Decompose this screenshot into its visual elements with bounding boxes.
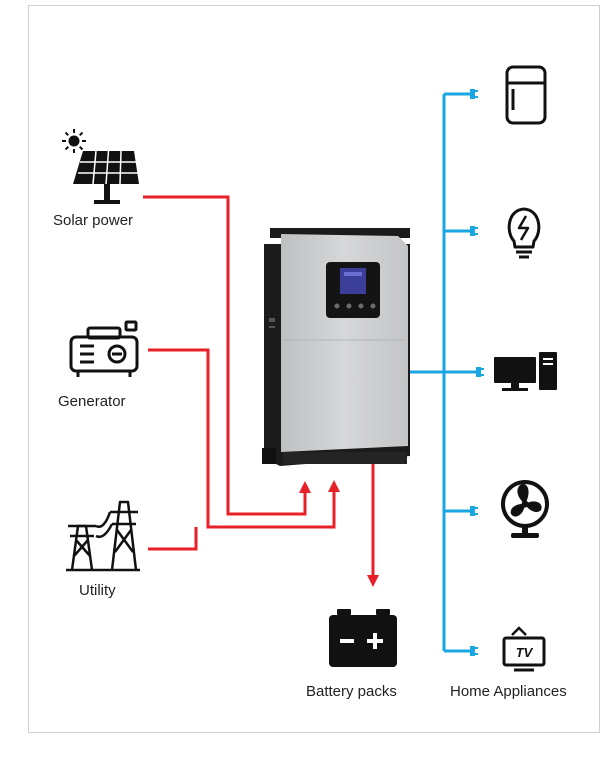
- plug-icon: [476, 367, 484, 377]
- inverter-buttons: [334, 303, 376, 309]
- plug-icons: [470, 89, 484, 656]
- power-tower-icon: [66, 500, 140, 572]
- generator-arrowhead: [328, 480, 340, 492]
- refrigerator-icon: [505, 65, 547, 125]
- utility-line: [148, 527, 198, 551]
- solar-panel-icon: [73, 150, 139, 204]
- inverter-unit: [262, 228, 410, 466]
- plug-icon: [470, 646, 478, 656]
- sun-icon: [62, 129, 86, 153]
- solar-power-label: Solar power: [53, 212, 134, 229]
- desktop-computer-icon: [494, 352, 557, 391]
- generator-label: Generator: [58, 393, 126, 410]
- input-arrowheads: [299, 480, 379, 587]
- input-lines: [143, 195, 375, 578]
- tv-icon-label: TV: [516, 645, 534, 660]
- generator-icon: [69, 320, 139, 377]
- solar-line: [143, 195, 307, 516]
- tv-icon: TV: [502, 626, 546, 672]
- inverter-lcd: [340, 268, 366, 294]
- output-bus: [409, 92, 476, 653]
- home-appliances-label: Home Appliances: [450, 683, 567, 700]
- light-bulb-icon: [507, 207, 541, 259]
- battery-icon: [329, 609, 397, 667]
- plug-icon: [470, 226, 478, 236]
- battery-packs-label: Battery packs: [306, 683, 397, 700]
- battery-arrowhead: [367, 575, 379, 587]
- utility-label: Utility: [79, 582, 116, 599]
- fan-icon: [501, 480, 549, 538]
- diagram-frame: [28, 5, 600, 733]
- plug-icon: [470, 506, 478, 516]
- solar-arrowhead: [299, 481, 311, 493]
- plug-icon: [470, 89, 478, 99]
- generator-line: [148, 348, 336, 529]
